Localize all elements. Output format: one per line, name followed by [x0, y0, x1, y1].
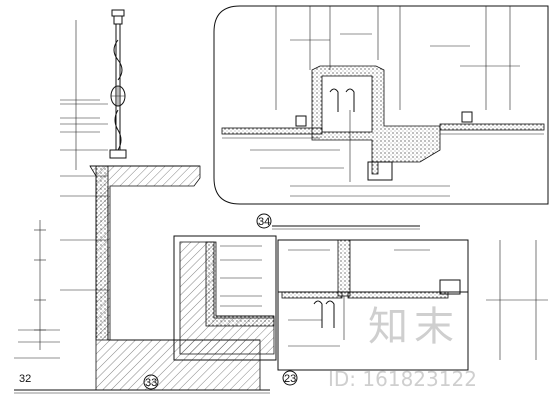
detail-frame-23 [277, 239, 469, 371]
detail-34 [213, 5, 549, 230]
leader-lines [60, 103, 108, 291]
detail-number-33: 33 [145, 377, 157, 389]
ceiling-board [221, 123, 545, 139]
detail-bubble-33 [143, 374, 159, 390]
watermark-id: ID: 161823122 [328, 367, 477, 391]
detail-bubble-34 [256, 213, 272, 229]
dimension-chain-left [14, 220, 60, 359]
detail-23 [277, 239, 548, 386]
detail-number-32: 32 [19, 373, 31, 385]
leader-lines-33 [220, 245, 262, 307]
rounded-detail-frame [213, 5, 549, 205]
detail-frame-33 [173, 235, 277, 361]
detail-bubble-23 [282, 370, 298, 386]
detail-number-23: 23 [284, 373, 296, 385]
detail-33 [143, 235, 277, 390]
detail-title-32 [14, 389, 270, 394]
watermark-brand: 知末 [368, 304, 460, 350]
leader-lines-34 [250, 33, 520, 169]
hanger-rods [275, 6, 511, 110]
watermark: 知末 ID: 161823122 [328, 304, 477, 391]
ceiling-trough [311, 65, 441, 182]
detail-numbers: 32 34 33 23 [19, 216, 296, 389]
baluster-column [109, 9, 127, 159]
leader-lines-23 [288, 249, 430, 347]
detail-number-34: 34 [258, 216, 270, 228]
